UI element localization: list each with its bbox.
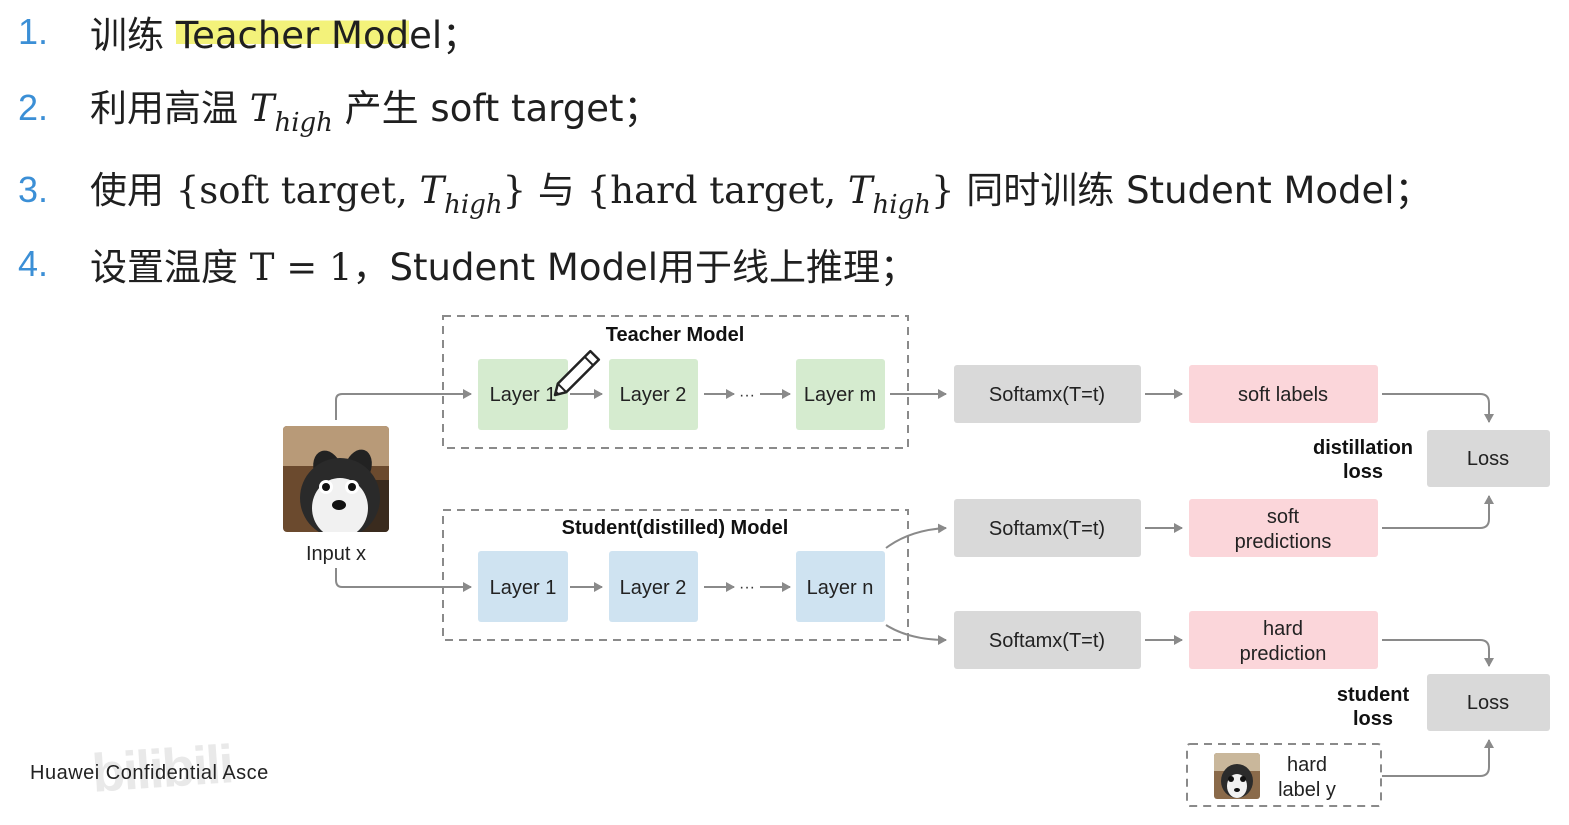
hard-prediction-box [1189, 611, 1378, 669]
step-text-part: 产生 soft target； [332, 87, 661, 130]
hard-label-dog-image [1214, 753, 1260, 799]
arrow [1382, 393, 1494, 423]
loss-label: Loss [1467, 448, 1509, 470]
math-T: T [249, 87, 275, 130]
math-T: T [419, 169, 445, 212]
arrow [335, 389, 472, 420]
math-sub-high: high [274, 108, 333, 138]
arrow [885, 523, 947, 549]
input-dog-image [283, 426, 389, 532]
student-layer-2-label: Layer 2 [620, 577, 687, 599]
math-set-close: } [931, 169, 955, 212]
teacher-layer-2 [609, 359, 698, 430]
step-text-part: 使用 [90, 169, 176, 212]
soft-labels-label: soft labels [1238, 384, 1328, 406]
arrow [335, 568, 472, 592]
step-number: 2. [18, 87, 49, 128]
pencil-cursor-icon [553, 349, 601, 397]
step-number: 4. [18, 243, 49, 284]
soft-predictions-label-line2: predictions [1235, 531, 1332, 553]
teacher-model-container [442, 315, 909, 449]
soft-labels-box [1189, 365, 1378, 423]
math-set-close: } [502, 169, 527, 212]
distillation-loss-box [1427, 430, 1550, 487]
softmax-box-student-soft [954, 499, 1141, 557]
softmax-label: Softamx(T=t) [989, 384, 1105, 406]
student-ellipsis: ··· [739, 579, 755, 596]
hard-label-line1: hard [1287, 754, 1327, 776]
step-text-part: 利用高温 [90, 87, 250, 130]
student-layer-n [796, 551, 885, 622]
input-x-label: Input x [306, 543, 366, 565]
arrow [1382, 639, 1494, 667]
arrow [1382, 739, 1494, 777]
step-text: 设置温度 T = 1，Student Model用于线上推理； [90, 237, 917, 291]
math-equation: T = 1 [249, 246, 353, 289]
distillation-loss-text-line1: distillation [1313, 437, 1413, 459]
student-loss-text-line1: student [1337, 684, 1410, 706]
loss-label: Loss [1467, 692, 1509, 714]
soft-predictions-box [1189, 499, 1378, 557]
teacher-layer-m-label: Layer m [804, 384, 876, 406]
student-layer-1-label: Layer 1 [490, 577, 557, 599]
student-model-title: Student(distilled) Model [562, 517, 789, 539]
math-sub-high: high [444, 190, 503, 220]
student-layer-1 [478, 551, 568, 622]
step-text: 使用 {soft target, Thigh} 与 {hard target, … [90, 160, 1432, 220]
hard-prediction-label-line2: prediction [1240, 643, 1327, 665]
step-number: 3. [18, 169, 49, 210]
softmax-label: Softamx(T=t) [989, 518, 1105, 540]
math-T: T [847, 169, 873, 212]
arrow [885, 624, 947, 645]
step-text-part: 与 [526, 169, 587, 212]
distillation-loss-text-line2: loss [1343, 461, 1383, 483]
student-model-container [442, 509, 909, 641]
softmax-box-student-hard [954, 611, 1141, 669]
step-text-part: 训练 [90, 14, 176, 57]
step-text-part: ，Student Model用于线上推理； [352, 246, 918, 289]
step-text: 利用高温 Thigh 产生 soft target； [90, 78, 661, 138]
highlighted-text: Teacher Mod [175, 14, 410, 57]
student-layer-n-label: Layer n [807, 577, 874, 599]
student-loss-text-line2: loss [1353, 708, 1393, 730]
arrow [1382, 495, 1494, 529]
softmax-label: Softamx(T=t) [989, 630, 1105, 652]
teacher-layer-2-label: Layer 2 [620, 384, 687, 406]
soft-predictions-label-line1: soft [1267, 506, 1300, 528]
step-text: 训练 Teacher Model； [90, 5, 479, 59]
softmax-box-teacher [954, 365, 1141, 423]
footer-text: Huawei Confidential Asce [30, 762, 269, 784]
teacher-layer-1-label: Layer 1 [490, 384, 557, 406]
student-layer-2 [609, 551, 698, 622]
math-sub-high: high [872, 190, 931, 220]
teacher-model-title: Teacher Model [606, 324, 745, 346]
step-text-part: 设置温度 [90, 246, 250, 289]
math-set-open: {soft target, [175, 169, 420, 212]
student-loss-box [1427, 674, 1550, 731]
teacher-layer-1 [478, 359, 568, 430]
math-set-open: {hard target, [586, 169, 848, 212]
hard-label-line2: label y [1278, 779, 1336, 801]
hard-prediction-label-line1: hard [1263, 618, 1303, 640]
step-number: 1. [18, 11, 49, 52]
teacher-ellipsis: ··· [739, 387, 755, 404]
step-text-part: 同时训练 Student Model； [954, 169, 1432, 212]
step-text-part: el； [409, 14, 480, 57]
teacher-layer-m [796, 359, 885, 430]
